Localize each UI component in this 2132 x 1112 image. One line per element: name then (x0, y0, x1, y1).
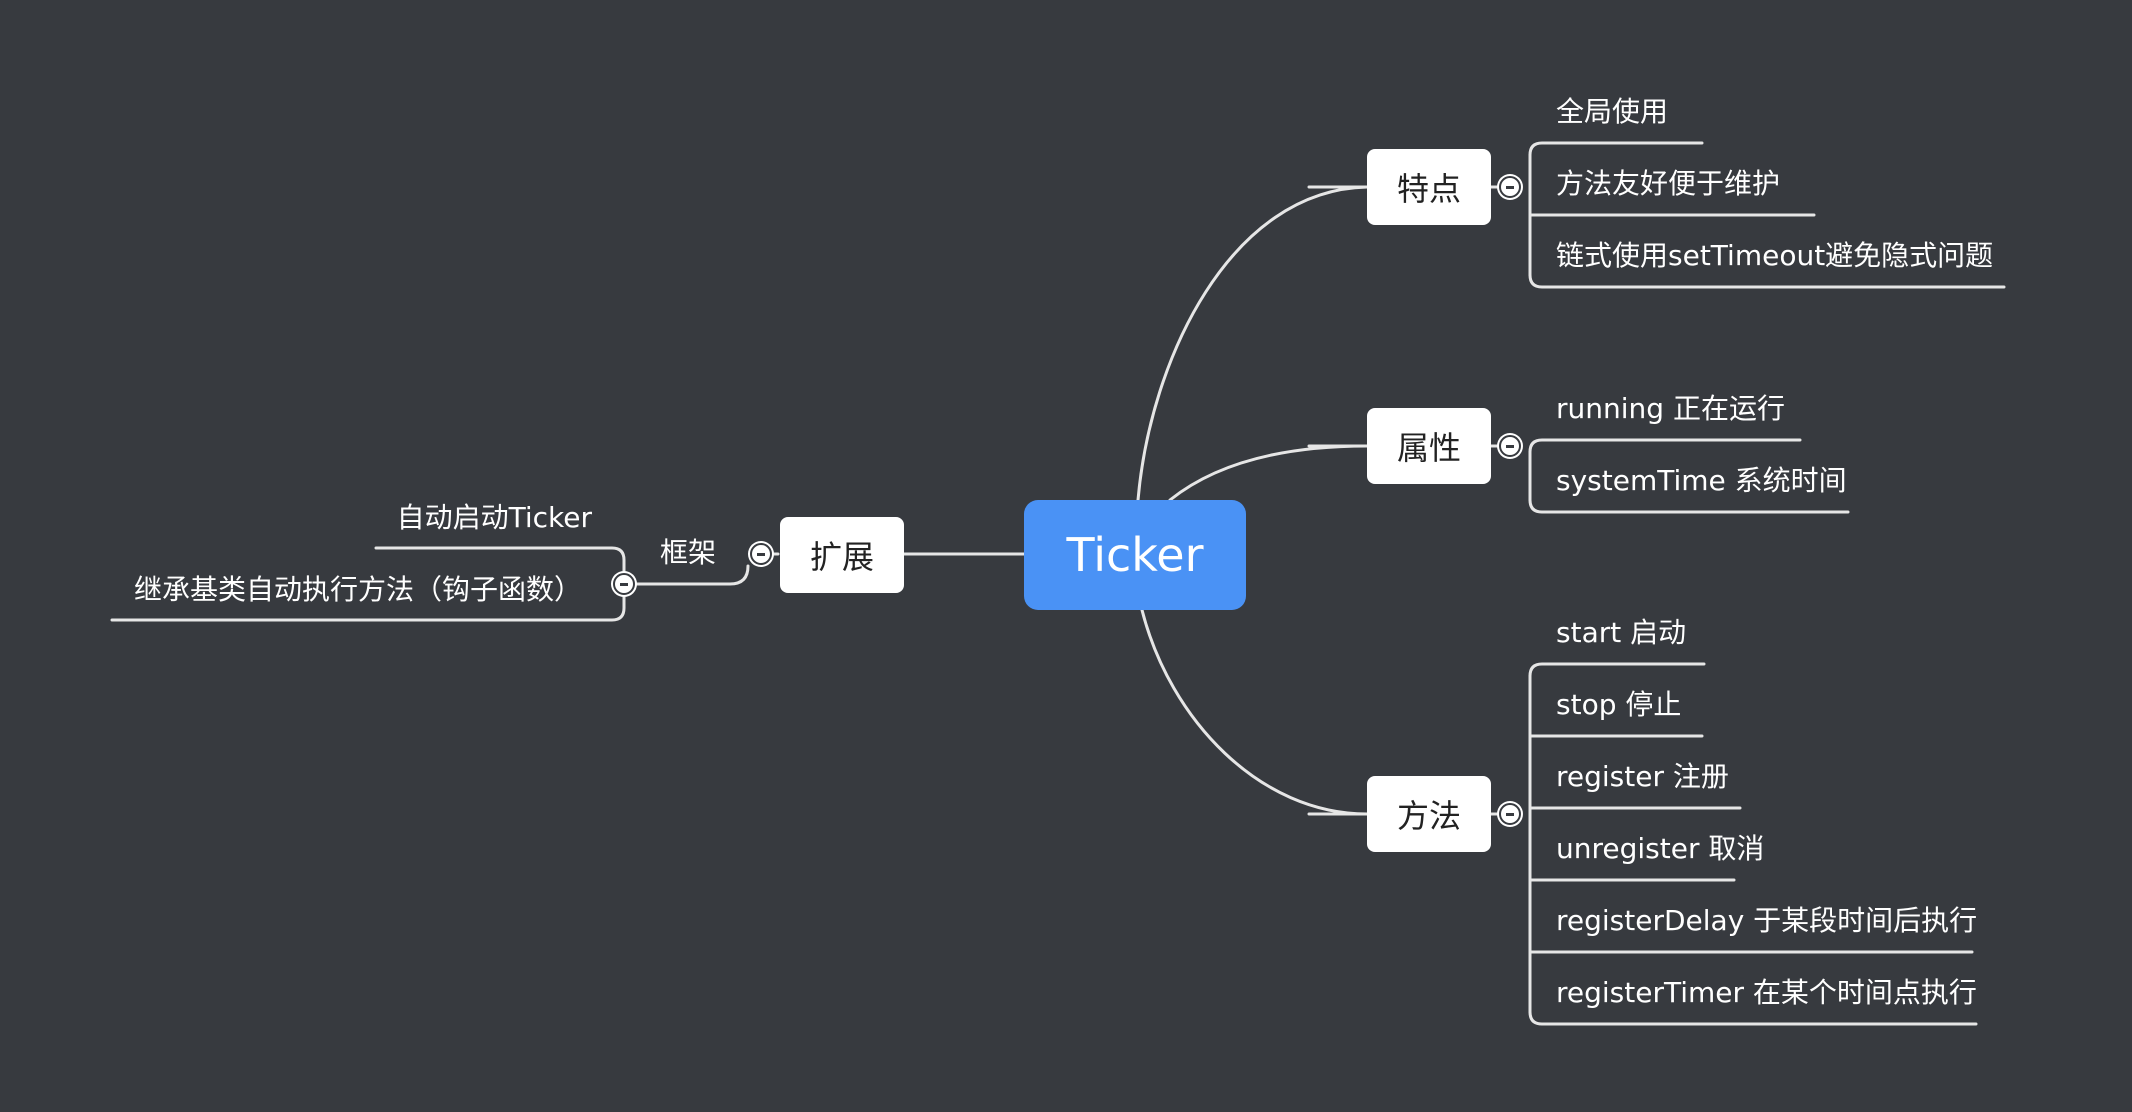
root-label: Ticker (1066, 528, 1204, 582)
underline-methods-5 (1528, 1010, 1978, 1026)
collapse-extension-icon[interactable] (750, 543, 772, 565)
collapse-methods-icon[interactable] (1499, 803, 1521, 825)
underline-extension-0 (374, 546, 626, 586)
leaf-methods-5[interactable]: registerTimer 在某个时间点执行 (1556, 976, 1977, 1009)
underline-properties-1 (1528, 498, 1850, 514)
leaf-methods-1[interactable]: stop 停止 (1556, 688, 1682, 721)
underline-extension-1 (110, 582, 626, 622)
branch-node-properties[interactable]: 属性 (1367, 408, 1491, 484)
root-node[interactable]: Ticker (1024, 500, 1246, 610)
branch-node-extension[interactable]: 扩展 (780, 517, 904, 593)
underline-features-0 (1528, 141, 1704, 157)
underline-properties-0 (1528, 438, 1802, 454)
leaf-methods-3[interactable]: unregister 取消 (1556, 832, 1765, 865)
underline-features-2 (1528, 273, 2006, 289)
leaf-features-2[interactable]: 链式使用setTimeout避免隐式问题 (1556, 239, 1994, 272)
collapse-properties-icon[interactable] (1499, 435, 1521, 457)
leaf-features-1[interactable]: 方法友好便于维护 (1556, 167, 1781, 200)
branch-label-properties: 属性 (1396, 429, 1461, 467)
branch-label-extension: 扩展 (809, 538, 874, 576)
sub-label-framework[interactable]: 框架 (660, 536, 717, 569)
connector-root-features (1136, 185, 1369, 502)
leaf-properties-1[interactable]: systemTime 系统时间 (1556, 464, 1847, 497)
connector-extension-sub (622, 564, 750, 586)
connector-root-properties (1168, 444, 1369, 502)
leaf-methods-2[interactable]: register 注册 (1556, 760, 1729, 793)
branch-node-methods[interactable]: 方法 (1367, 776, 1491, 852)
leaf-features-0[interactable]: 全局使用 (1556, 95, 1669, 128)
leaf-methods-4[interactable]: registerDelay 于某段时间后执行 (1556, 904, 1978, 937)
branch-label-methods: 方法 (1396, 797, 1461, 835)
leaf-extension-0[interactable]: 自动启动Ticker (396, 501, 592, 534)
underline-methods-0 (1528, 662, 1706, 678)
leaf-properties-0[interactable]: running 正在运行 (1556, 392, 1785, 425)
connector-root-methods (1140, 608, 1369, 816)
leaf-methods-0[interactable]: start 启动 (1556, 616, 1687, 649)
collapse-features-icon[interactable] (1499, 176, 1521, 198)
branch-node-features[interactable]: 特点 (1367, 149, 1491, 225)
collapse-framework-icon[interactable] (613, 573, 635, 595)
branch-label-features: 特点 (1396, 170, 1461, 208)
leaf-extension-1[interactable]: 继承基类自动执行方法（钩子函数） (133, 573, 582, 606)
